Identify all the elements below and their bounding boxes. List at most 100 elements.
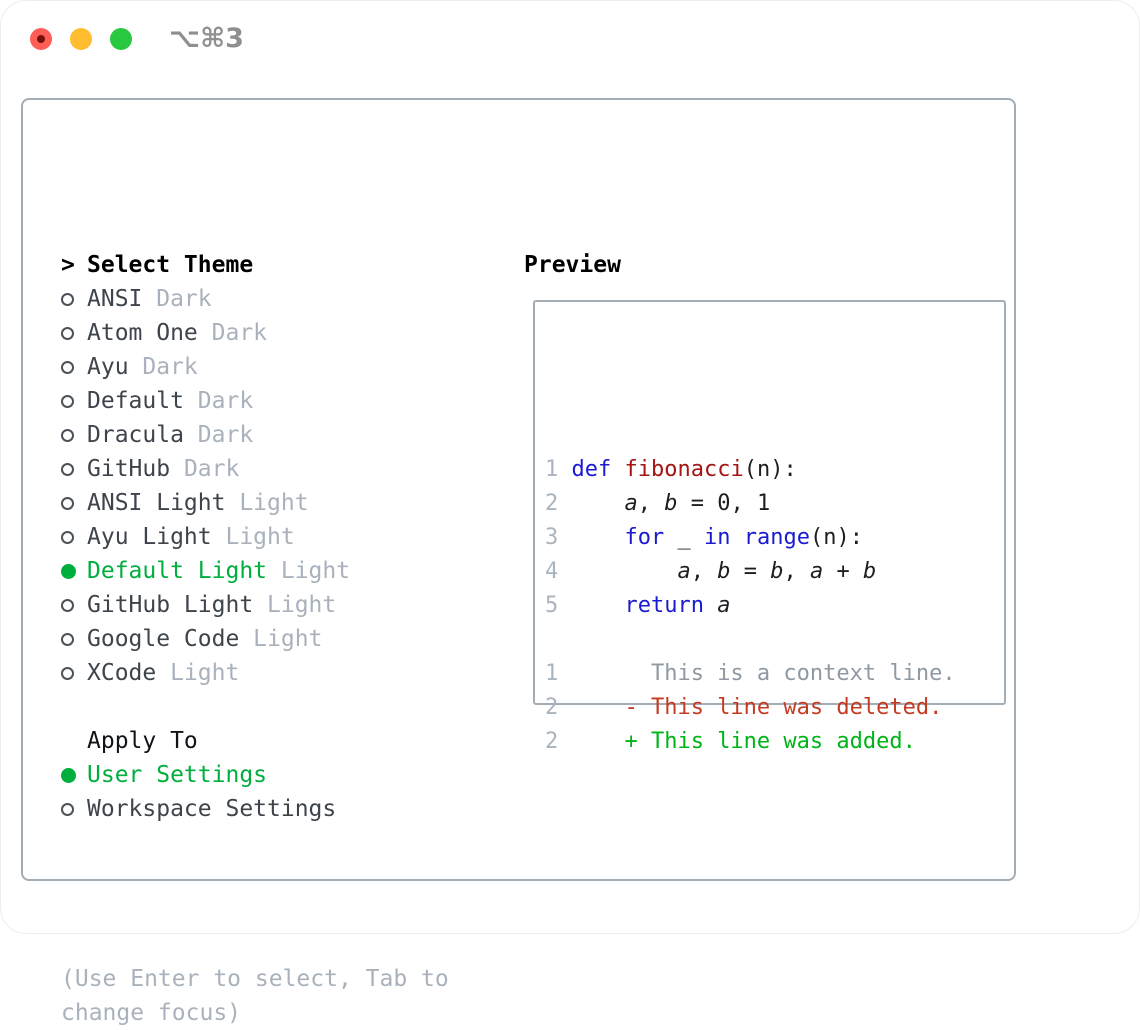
code-line: 4 a, b = b, a + b bbox=[545, 555, 956, 589]
theme-option-dracula[interactable]: Dracula Dark bbox=[61, 418, 350, 452]
unsaved-dot-icon bbox=[37, 35, 45, 43]
code-token: = bbox=[730, 559, 771, 584]
close-button[interactable] bbox=[30, 28, 52, 50]
theme-name: ANSI Light bbox=[87, 490, 226, 516]
code-line: 3 for _ in range(n): bbox=[545, 521, 956, 555]
code-line: 1 This is a context line. bbox=[545, 657, 956, 691]
theme-name: Ayu Light bbox=[87, 524, 212, 550]
theme-option-ayu-light[interactable]: Ayu Light Light bbox=[61, 520, 350, 554]
code-token: , bbox=[783, 559, 810, 584]
theme-name: GitHub Light bbox=[87, 592, 254, 618]
radio-icon bbox=[61, 530, 87, 544]
code-line: 5 return a bbox=[545, 589, 956, 623]
theme-option-atom-one[interactable]: Atom One Dark bbox=[61, 316, 350, 350]
keyboard-hint: (Use Enter to select, Tab to change focus… bbox=[61, 860, 449, 1030]
theme-variant: Light bbox=[267, 558, 351, 584]
radio-icon bbox=[61, 802, 87, 816]
radio-icon bbox=[61, 632, 87, 646]
code-token: range bbox=[743, 525, 810, 550]
radio-icon bbox=[61, 326, 87, 340]
theme-option-github[interactable]: GitHub Dark bbox=[61, 452, 350, 486]
theme-variant: Light bbox=[225, 490, 309, 516]
code-token: , bbox=[637, 491, 665, 516]
apply-to-header: Apply To bbox=[61, 724, 336, 758]
theme-variant: Light bbox=[239, 626, 323, 652]
theme-list-header: > Select Theme bbox=[61, 248, 350, 282]
code-line: 1 def fibonacci(n): bbox=[545, 453, 956, 487]
code-token: b bbox=[717, 559, 731, 584]
code-token bbox=[704, 593, 717, 618]
theme-name: Google Code bbox=[87, 626, 240, 652]
code-token: This is a context line. bbox=[558, 661, 956, 686]
theme-name: Default Light bbox=[87, 558, 268, 584]
code-line: 2 - This line was deleted. bbox=[545, 691, 956, 725]
theme-variant: Light bbox=[211, 524, 295, 550]
theme-option-default[interactable]: Default Dark bbox=[61, 384, 350, 418]
code-token: 1 bbox=[545, 661, 559, 686]
code-token: (n): bbox=[743, 457, 797, 482]
code-token: 2 bbox=[545, 729, 559, 754]
preview-box bbox=[533, 300, 1006, 705]
focus-caret-icon: > bbox=[61, 252, 75, 278]
theme-name: XCode bbox=[87, 660, 157, 686]
theme-name: ANSI bbox=[87, 286, 143, 312]
preview-title: Preview bbox=[524, 252, 621, 278]
theme-variant: Dark bbox=[183, 388, 254, 414]
apply-to-title: Apply To bbox=[87, 728, 198, 754]
hint-line: (Use Enter to select, Tab to bbox=[61, 966, 449, 992]
theme-variant: Light bbox=[253, 592, 337, 618]
theme-option-ansi[interactable]: ANSI Dark bbox=[61, 282, 350, 316]
code-token: + This line was added. bbox=[558, 729, 916, 754]
code-token: b bbox=[770, 559, 784, 584]
code-token: b bbox=[862, 559, 877, 584]
theme-option-xcode[interactable]: XCode Light bbox=[61, 656, 350, 690]
radio-icon bbox=[61, 666, 87, 680]
theme-variant: Light bbox=[156, 660, 240, 686]
theme-list-title: Select Theme bbox=[87, 252, 254, 278]
code-token: , bbox=[690, 559, 718, 584]
radio-icon bbox=[61, 394, 87, 408]
radio-selected-icon bbox=[61, 767, 87, 783]
code-token: - This line was deleted. bbox=[558, 695, 943, 720]
theme-name: Default bbox=[87, 388, 184, 414]
apply-option-workspace-settings[interactable]: Workspace Settings bbox=[61, 792, 336, 826]
theme-option-default-light[interactable]: Default Light Light bbox=[61, 554, 350, 588]
code-token: _ bbox=[664, 525, 704, 550]
code-token: a bbox=[677, 559, 691, 584]
theme-option-ayu[interactable]: Ayu Dark bbox=[61, 350, 350, 384]
zoom-button[interactable] bbox=[110, 28, 132, 50]
hint-line: change focus) bbox=[61, 1000, 242, 1026]
theme-option-google-code[interactable]: Google Code Light bbox=[61, 622, 350, 656]
minimize-button[interactable] bbox=[70, 28, 92, 50]
code-token: fibonacci bbox=[624, 457, 744, 482]
code-token bbox=[558, 559, 677, 584]
code-token: a bbox=[717, 593, 731, 618]
apply-option-user-settings[interactable]: User Settings bbox=[61, 758, 336, 792]
radio-icon bbox=[61, 360, 87, 374]
radio-icon bbox=[61, 496, 87, 510]
code-token: a bbox=[624, 491, 638, 516]
theme-name: Atom One bbox=[87, 320, 198, 346]
code-token: 2 bbox=[545, 491, 559, 516]
radio-selected-icon bbox=[61, 563, 87, 579]
code-token bbox=[558, 491, 624, 516]
theme-variant: Dark bbox=[142, 286, 212, 312]
code-token: + bbox=[823, 559, 863, 584]
code-token: 1 bbox=[545, 457, 572, 482]
theme-name: GitHub bbox=[87, 456, 171, 482]
window-controls bbox=[30, 28, 132, 50]
radio-icon bbox=[61, 292, 87, 306]
theme-name: Dracula bbox=[87, 422, 184, 448]
radio-icon bbox=[61, 428, 87, 442]
window-shortcut-label: ⌥⌘3 bbox=[169, 23, 244, 54]
theme-option-github-light[interactable]: GitHub Light Light bbox=[61, 588, 350, 622]
code-token: 3 bbox=[545, 525, 559, 550]
radio-icon bbox=[61, 462, 87, 476]
code-token: 2 bbox=[545, 695, 559, 720]
code-token: a bbox=[809, 559, 824, 584]
theme-option-ansi-light[interactable]: ANSI Light Light bbox=[61, 486, 350, 520]
apply-option-label: User Settings bbox=[87, 762, 268, 788]
